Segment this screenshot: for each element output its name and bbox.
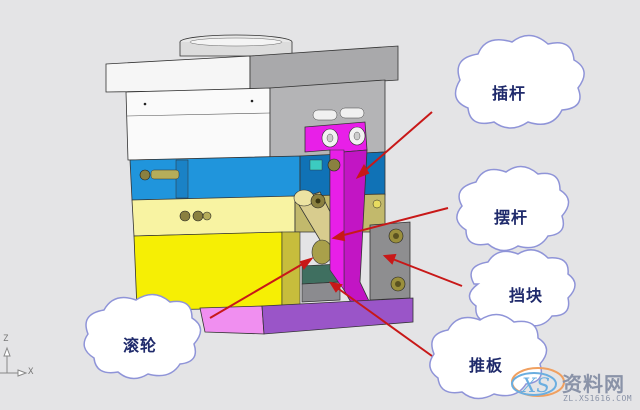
axis-x-label: X [28, 367, 34, 377]
roller [311, 239, 333, 265]
locating-ring [179, 34, 293, 57]
axis-z-label: Z [3, 334, 9, 344]
label-swing-lever: 摆杆 [493, 208, 528, 227]
label-push-plate: 推板 [468, 356, 503, 375]
ejector-bottom-plates [199, 297, 414, 335]
cloud-roller [83, 293, 202, 380]
cloud-insert-rod [454, 34, 585, 129]
svg-text:XS: XS [520, 373, 550, 397]
insert-rod [304, 107, 379, 323]
yellow-plate [133, 231, 301, 311]
label-roller: 滚轮 [122, 336, 157, 355]
axis-triad [0, 346, 28, 377]
watermark-logo: XS [511, 367, 565, 397]
label-insert-rod: 插杆 [491, 84, 526, 103]
watermark-en: ZL.XS1616.COM [563, 394, 633, 403]
top-clamp-plate [105, 45, 399, 93]
label-stop-block: 挡块 [508, 286, 543, 305]
cloud-callouts [83, 34, 585, 400]
callout-arrows [209, 111, 463, 357]
cloud-swing-lever [456, 165, 570, 252]
watermark-cn: 资料网 [562, 372, 625, 396]
screws-left [139, 169, 212, 222]
